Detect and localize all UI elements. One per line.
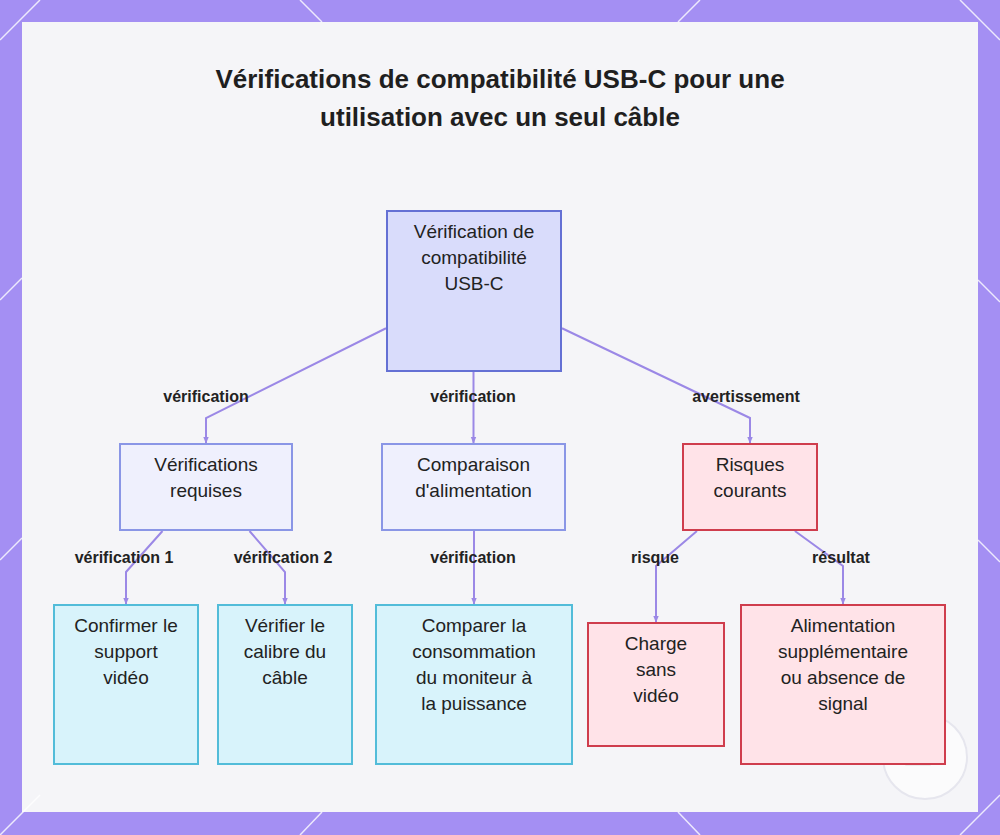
connector	[250, 531, 286, 604]
check-box: Comparer la consommation du moniteur à l…	[375, 604, 573, 765]
node-text: Alimentation supplémentaire ou absence d…	[773, 613, 913, 717]
category-box: Vérifications requises	[119, 443, 293, 531]
corner-line	[678, 812, 700, 835]
corner-line	[960, 0, 1000, 40]
connector	[562, 328, 750, 443]
check-box: Vérifier le calibre du câble	[217, 604, 353, 765]
connector	[473, 531, 475, 604]
category-box: Comparaison d'alimentation	[381, 443, 566, 531]
edge-label: vérification	[430, 388, 515, 406]
corner-line	[0, 538, 22, 560]
node-text: Confirmer le support vidéo	[71, 613, 181, 691]
edge-label: vérification	[430, 549, 515, 567]
edge-label: vérification 1	[75, 549, 174, 567]
connector	[795, 531, 843, 604]
corner-line	[0, 795, 40, 835]
root-box: Vérification de compatibilité USB-C	[386, 210, 562, 372]
connector	[473, 372, 475, 443]
edge-label: vérification	[163, 388, 248, 406]
corner-line	[0, 0, 40, 40]
corner-line	[678, 0, 700, 22]
connector	[656, 531, 697, 622]
connector	[206, 328, 386, 443]
node-text: Vérifier le calibre du câble	[229, 613, 341, 691]
node-text: Comparaison d'alimentation	[394, 452, 554, 504]
node-text: Comparer la consommation du moniteur à l…	[407, 613, 542, 717]
corner-line	[300, 0, 322, 22]
edge-label: avertissement	[692, 388, 800, 406]
node-text: Charge sans vidéo	[616, 631, 696, 709]
node-text: Vérification de compatibilité USB-C	[412, 219, 537, 297]
corner-line	[300, 812, 322, 835]
corner-line	[978, 280, 1000, 302]
corner-line	[978, 540, 1000, 562]
check-box: Confirmer le support vidéo	[53, 604, 199, 765]
corner-line	[960, 795, 1000, 835]
edge-label: vérification 2	[234, 549, 333, 567]
node-text: Vérifications requises	[131, 452, 281, 504]
risk-outcome-box: Alimentation supplémentaire ou absence d…	[740, 604, 946, 765]
risk-box: Risques courants	[682, 443, 818, 531]
diagram-title: Vérifications de compatibilité USB-C pou…	[215, 60, 785, 136]
risk-outcome-box: Charge sans vidéo	[587, 622, 725, 747]
edge-label: résultat	[812, 549, 870, 567]
corner-line	[0, 278, 22, 300]
connector	[126, 531, 163, 604]
node-text: Risques courants	[695, 452, 805, 504]
edge-label: risque	[631, 549, 679, 567]
